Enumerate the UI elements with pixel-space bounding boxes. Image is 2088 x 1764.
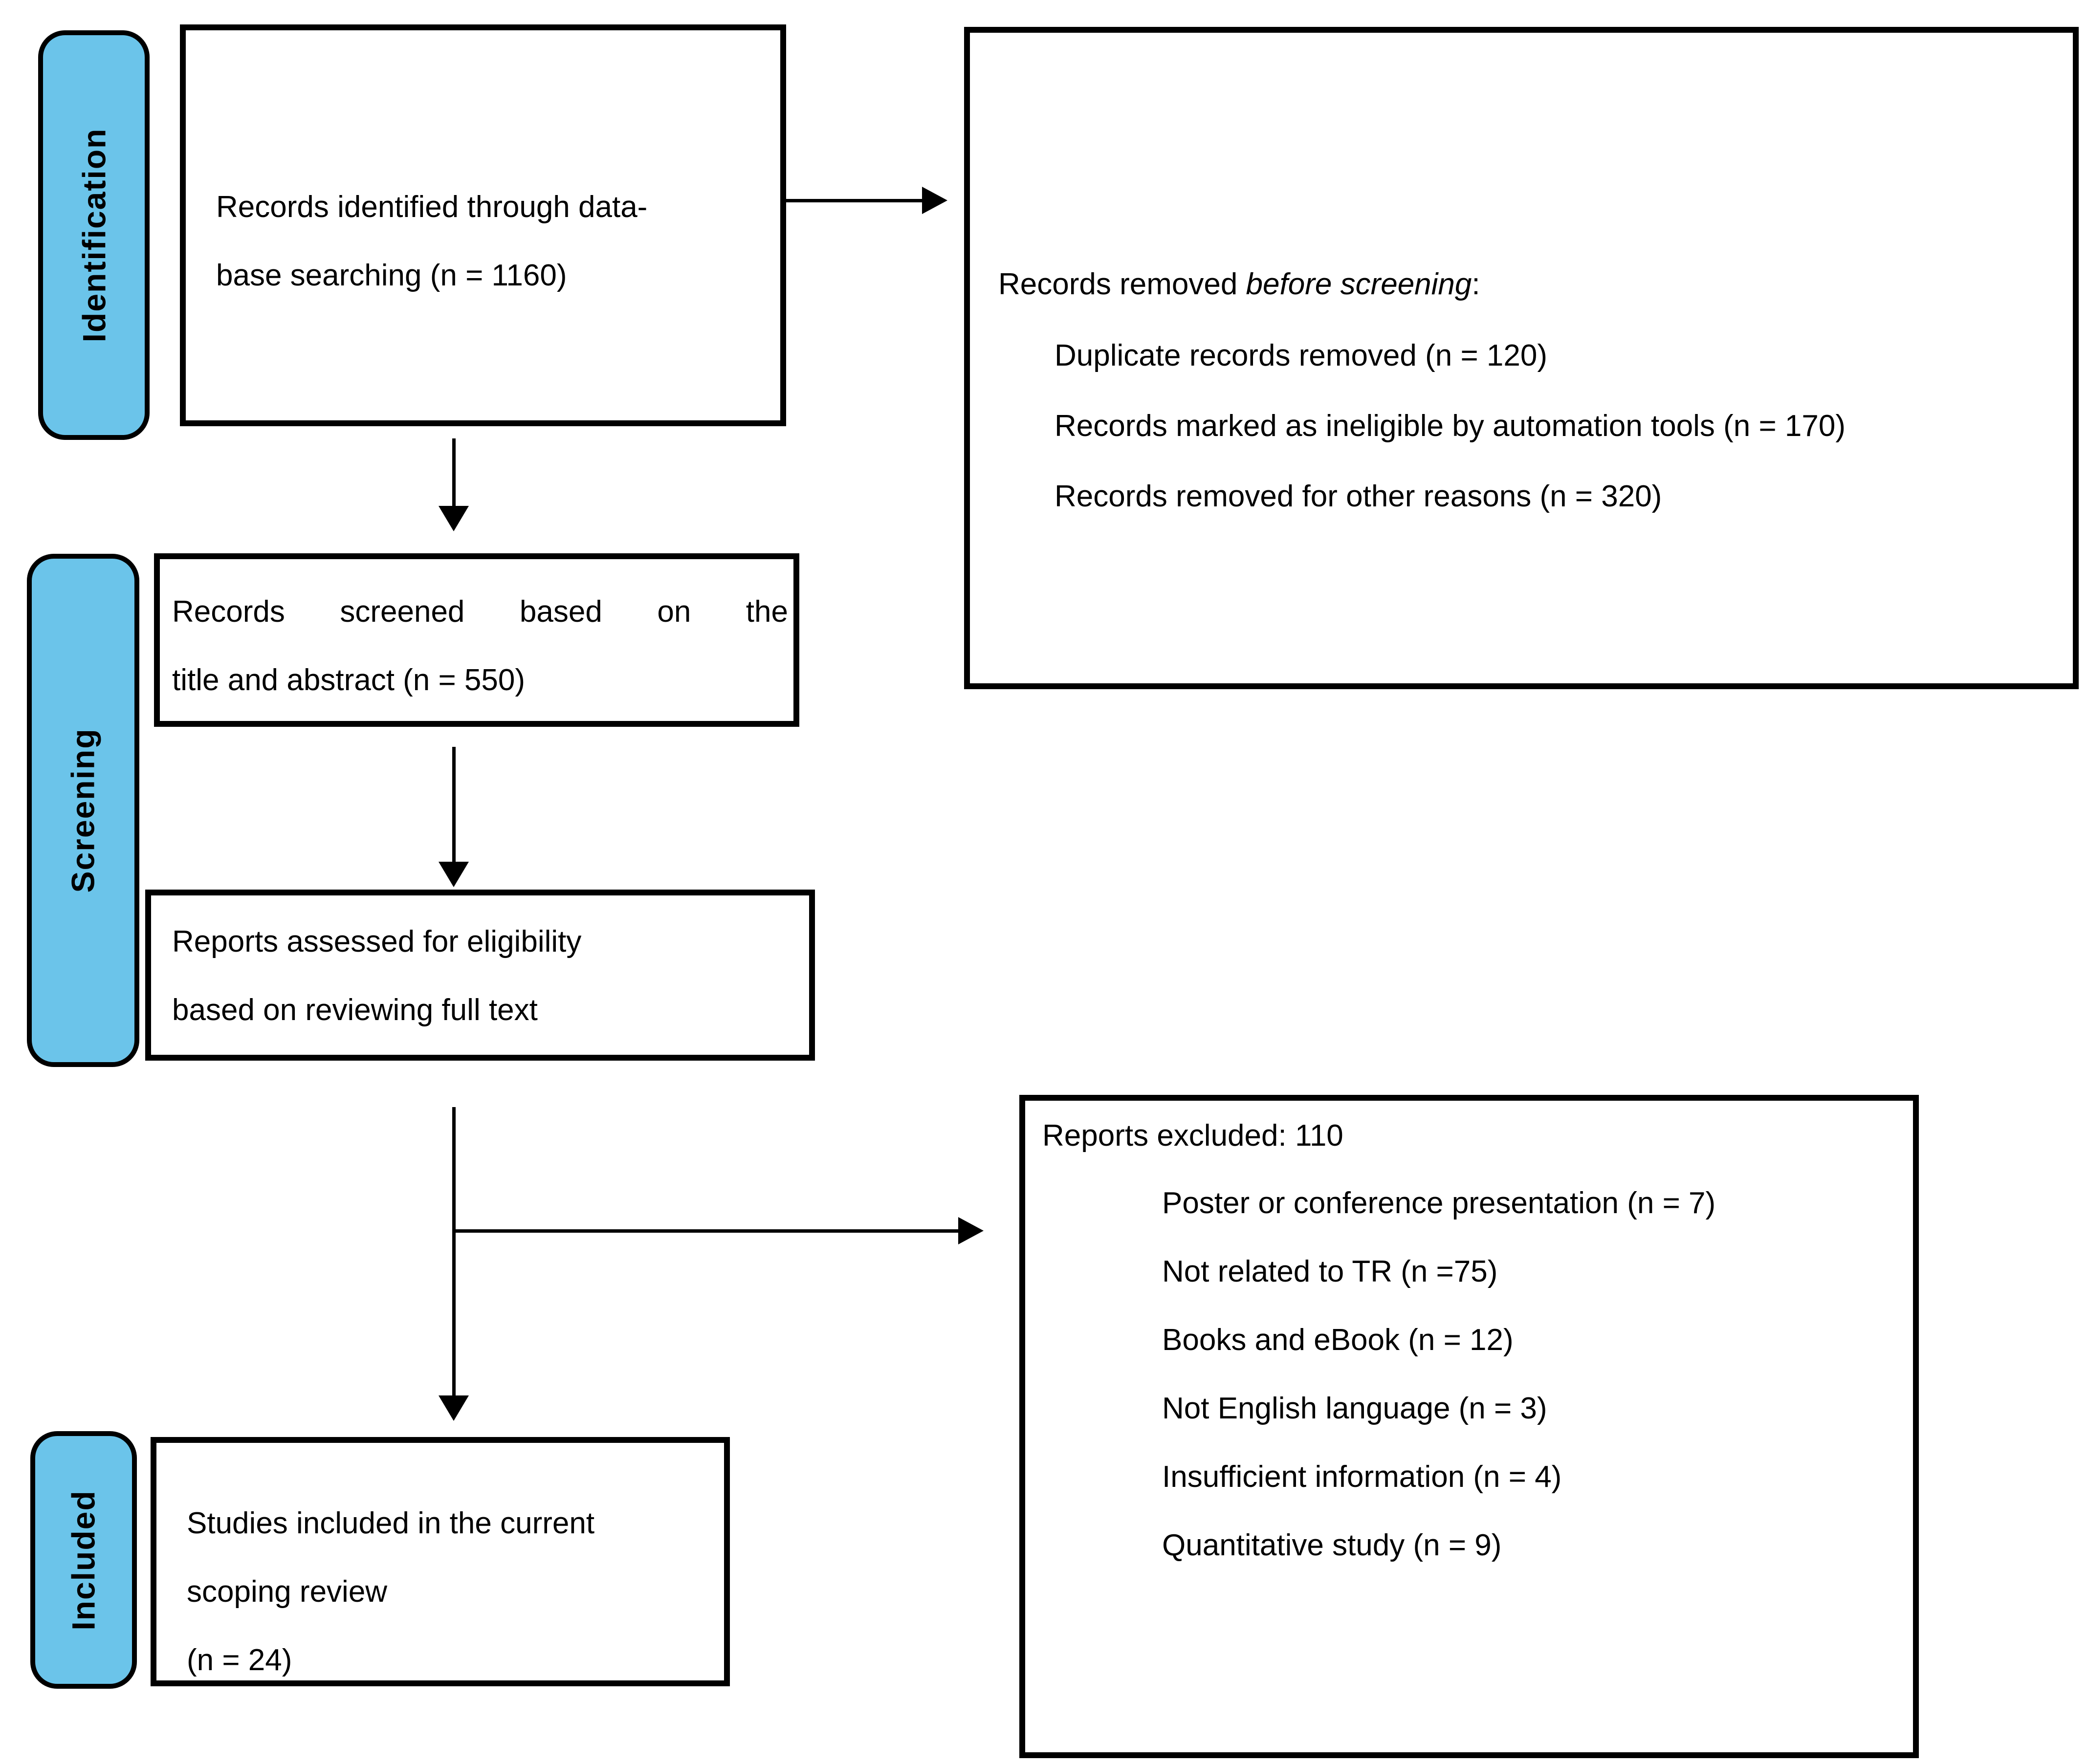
arrow-assessed-to-excluded-line	[454, 1229, 959, 1233]
records-identified-line-2: base searching (n = 1160)	[216, 259, 567, 292]
reports-excluded-item-1: Poster or conference presentation (n = 7…	[1162, 1186, 1716, 1220]
stage-label-identification: Identification	[38, 30, 150, 440]
studies-included-line-2: scoping review	[187, 1575, 388, 1609]
studies-included-line-3: (n = 24)	[187, 1643, 292, 1677]
arrow-assessed-to-excluded-head	[958, 1217, 984, 1244]
records-removed-box: Records removed before screening: Duplic…	[964, 27, 2079, 689]
records-screened-text: Records screened based on the title and …	[172, 578, 788, 715]
records-removed-title-suffix: :	[1472, 267, 1480, 301]
records-identified-text: Records identified through data- base se…	[216, 173, 647, 310]
records-identified-box: Records identified through data- base se…	[180, 24, 786, 426]
records-identified-line-1: Records identified through data-	[216, 190, 648, 224]
stage-label-screening: Screening	[27, 554, 139, 1067]
records-removed-item-1: Duplicate records removed (n = 120)	[1055, 339, 1547, 372]
reports-assessed-line-2: based on reviewing full text	[172, 993, 538, 1027]
records-removed-title-italic: before screening	[1246, 267, 1472, 301]
records-screened-line-2: title and abstract (n = 550)	[172, 663, 526, 697]
studies-included-text: Studies included in the current scoping …	[187, 1489, 594, 1695]
records-removed-item-3: Records removed for other reasons (n = 3…	[1055, 479, 1662, 513]
reports-assessed-text: Reports assessed for eligibility based o…	[172, 908, 581, 1045]
reports-excluded-item-3: Books and eBook (n = 12)	[1162, 1323, 1514, 1357]
reports-excluded-item-6: Quantitative study (n = 9)	[1162, 1528, 1502, 1562]
records-screened-line-1: Records screened based on the	[172, 595, 788, 629]
arrow-assessed-to-included-head	[439, 1395, 469, 1421]
arrow-identified-to-screened-head	[439, 506, 469, 531]
records-screened-box: Records screened based on the title and …	[154, 553, 799, 727]
arrow-screened-to-assessed-line	[452, 747, 456, 863]
reports-excluded-box: Reports excluded: 110 Poster or conferen…	[1019, 1095, 1919, 1758]
records-removed-title-prefix: Records removed	[998, 267, 1246, 301]
arrow-assessed-to-included-line	[452, 1107, 456, 1396]
arrow-identified-to-removed-line	[786, 199, 923, 202]
studies-included-box: Studies included in the current scoping …	[151, 1437, 730, 1686]
arrow-identified-to-screened-line	[452, 438, 456, 507]
reports-assessed-box: Reports assessed for eligibility based o…	[145, 890, 815, 1061]
records-removed-title: Records removed before screening:	[998, 250, 1480, 319]
stage-label-included-text: Included	[66, 1489, 102, 1631]
stage-label-identification-text: Identification	[76, 128, 112, 343]
reports-excluded-item-2: Not related to TR (n =75)	[1162, 1255, 1498, 1288]
reports-excluded-title: Reports excluded: 110	[1042, 1119, 1343, 1153]
reports-assessed-line-1: Reports assessed for eligibility	[172, 925, 582, 958]
reports-excluded-items: Poster or conference presentation (n = 7…	[1162, 1169, 1715, 1580]
arrow-identified-to-removed-head	[922, 187, 947, 214]
arrow-screened-to-assessed-head	[439, 862, 469, 887]
stage-label-included: Included	[30, 1431, 137, 1689]
reports-excluded-item-5: Insufficient information (n = 4)	[1162, 1460, 1562, 1494]
records-removed-item-2: Records marked as ineligible by automati…	[1055, 409, 1846, 443]
studies-included-line-1: Studies included in the current	[187, 1506, 595, 1540]
records-removed-items: Duplicate records removed (n = 120) Reco…	[1055, 321, 1846, 532]
stage-label-screening-text: Screening	[65, 728, 102, 893]
reports-excluded-item-4: Not English language (n = 3)	[1162, 1392, 1547, 1425]
